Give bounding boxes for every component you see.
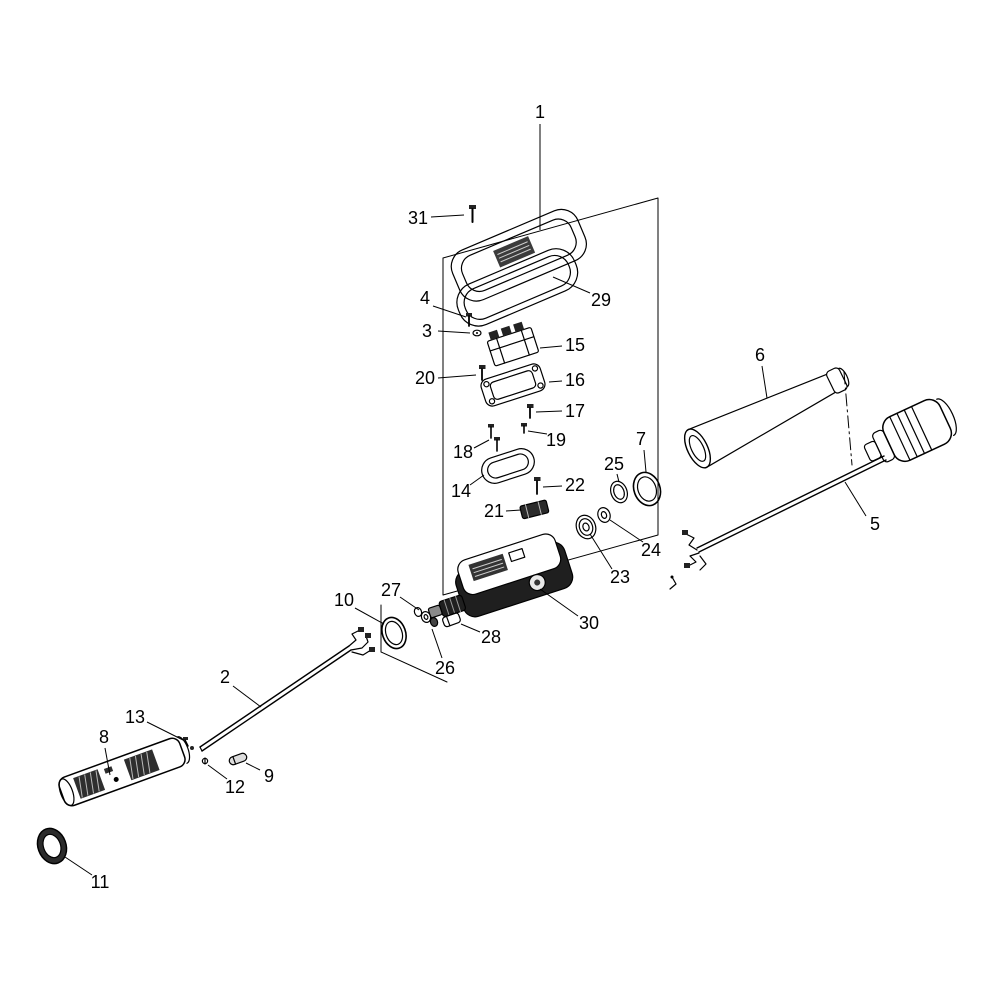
callout-label-9: 9	[264, 766, 274, 786]
callout-leader-4	[432, 305, 467, 318]
part-screw-19	[521, 423, 527, 434]
part-bearing	[575, 514, 597, 540]
axis-line	[843, 371, 853, 466]
callout-leader-22	[542, 485, 563, 488]
callout-label-12: 12	[225, 777, 245, 797]
part-ring-25	[609, 480, 629, 504]
part-switch-frame	[480, 363, 546, 407]
callout-leader-31	[430, 214, 465, 218]
part-screws-18	[488, 424, 500, 452]
part-end-ring	[36, 827, 68, 865]
part-cone	[683, 367, 850, 469]
assembly-frame	[380, 197, 659, 683]
callout-leader-19	[527, 430, 548, 435]
callout-leader-11	[64, 856, 93, 876]
callout-label-21: 21	[484, 501, 504, 521]
callout-label-14: 14	[451, 481, 471, 501]
part-screw-20	[479, 365, 486, 381]
callout-label-26: 26	[435, 658, 455, 678]
part-small-fasteners	[183, 737, 248, 766]
part-screw-17	[527, 404, 534, 419]
callout-label-6: 6	[755, 345, 765, 365]
callout-label-23: 23	[610, 567, 630, 587]
callout-leader-5	[844, 481, 867, 517]
callout-label-19: 19	[546, 430, 566, 450]
callout-label-25: 25	[604, 454, 624, 474]
callout-leader-25	[616, 473, 620, 483]
part-cover	[450, 208, 587, 327]
callout-leader-2	[232, 685, 262, 708]
callout-leader-3	[437, 330, 471, 334]
callout-leader-24	[609, 519, 644, 543]
callout-label-10: 10	[334, 590, 354, 610]
callout-label-27: 27	[381, 580, 401, 600]
callout-label-20: 20	[415, 368, 435, 388]
callout-label-8: 8	[99, 727, 109, 747]
part-drive-rod	[696, 455, 887, 553]
part-shaft	[199, 627, 375, 752]
part-connector-plug	[863, 398, 957, 463]
part-screw-22	[534, 477, 541, 495]
part-washer-3	[472, 329, 482, 337]
callout-leader-14	[469, 474, 485, 486]
part-screw-4	[466, 313, 472, 327]
part-terminal-block	[519, 499, 550, 520]
callout-layer: 1234567891011121314151617181920212223242…	[64, 102, 880, 892]
part-washer-24	[597, 507, 611, 523]
part-handle-tube	[58, 736, 191, 807]
callout-leader-8	[104, 747, 111, 776]
callout-label-17: 17	[565, 401, 585, 421]
callout-label-7: 7	[636, 429, 646, 449]
callout-label-1: 1	[535, 102, 545, 122]
part-harness-wires	[669, 530, 707, 590]
callout-label-31: 31	[408, 208, 428, 228]
callout-label-22: 22	[565, 475, 585, 495]
part-coupler	[442, 612, 461, 628]
part-gasket	[481, 448, 535, 484]
callout-label-15: 15	[565, 335, 585, 355]
callout-leader-23	[589, 533, 613, 570]
callout-label-30: 30	[579, 613, 599, 633]
part-screw-31	[469, 205, 476, 223]
callout-leader-30	[539, 588, 579, 617]
callout-label-16: 16	[565, 370, 585, 390]
callout-label-4: 4	[420, 288, 430, 308]
part-housing	[427, 533, 574, 619]
callout-leader-9	[245, 762, 261, 771]
callout-leader-7	[643, 449, 647, 473]
part-ring-10	[381, 616, 407, 650]
callout-leader-20	[437, 374, 477, 379]
callout-label-28: 28	[481, 627, 501, 647]
callout-leader-29	[552, 276, 591, 294]
callout-leader-17	[535, 410, 563, 413]
callout-leader-28	[460, 623, 481, 633]
callout-leader-15	[539, 345, 563, 349]
callout-label-24: 24	[641, 540, 661, 560]
callout-label-5: 5	[870, 514, 880, 534]
callout-leader-12	[207, 764, 228, 780]
callout-label-2: 2	[220, 667, 230, 687]
callout-leader-13	[146, 721, 184, 741]
callout-label-29: 29	[591, 290, 611, 310]
callout-leader-26	[431, 628, 443, 659]
callout-label-13: 13	[125, 707, 145, 727]
callout-label-18: 18	[453, 442, 473, 462]
callout-label-3: 3	[422, 321, 432, 341]
parts-artwork	[36, 197, 957, 865]
part-switch	[486, 321, 539, 367]
callout-leader-16	[548, 380, 563, 383]
callout-leader-21	[505, 509, 522, 512]
callout-leader-6	[761, 365, 768, 399]
callout-label-11: 11	[91, 872, 110, 892]
callout-leader-27	[399, 596, 420, 611]
callout-leader-10	[354, 607, 385, 625]
part-ring-7	[632, 471, 662, 507]
callout-leader-18	[473, 439, 490, 449]
